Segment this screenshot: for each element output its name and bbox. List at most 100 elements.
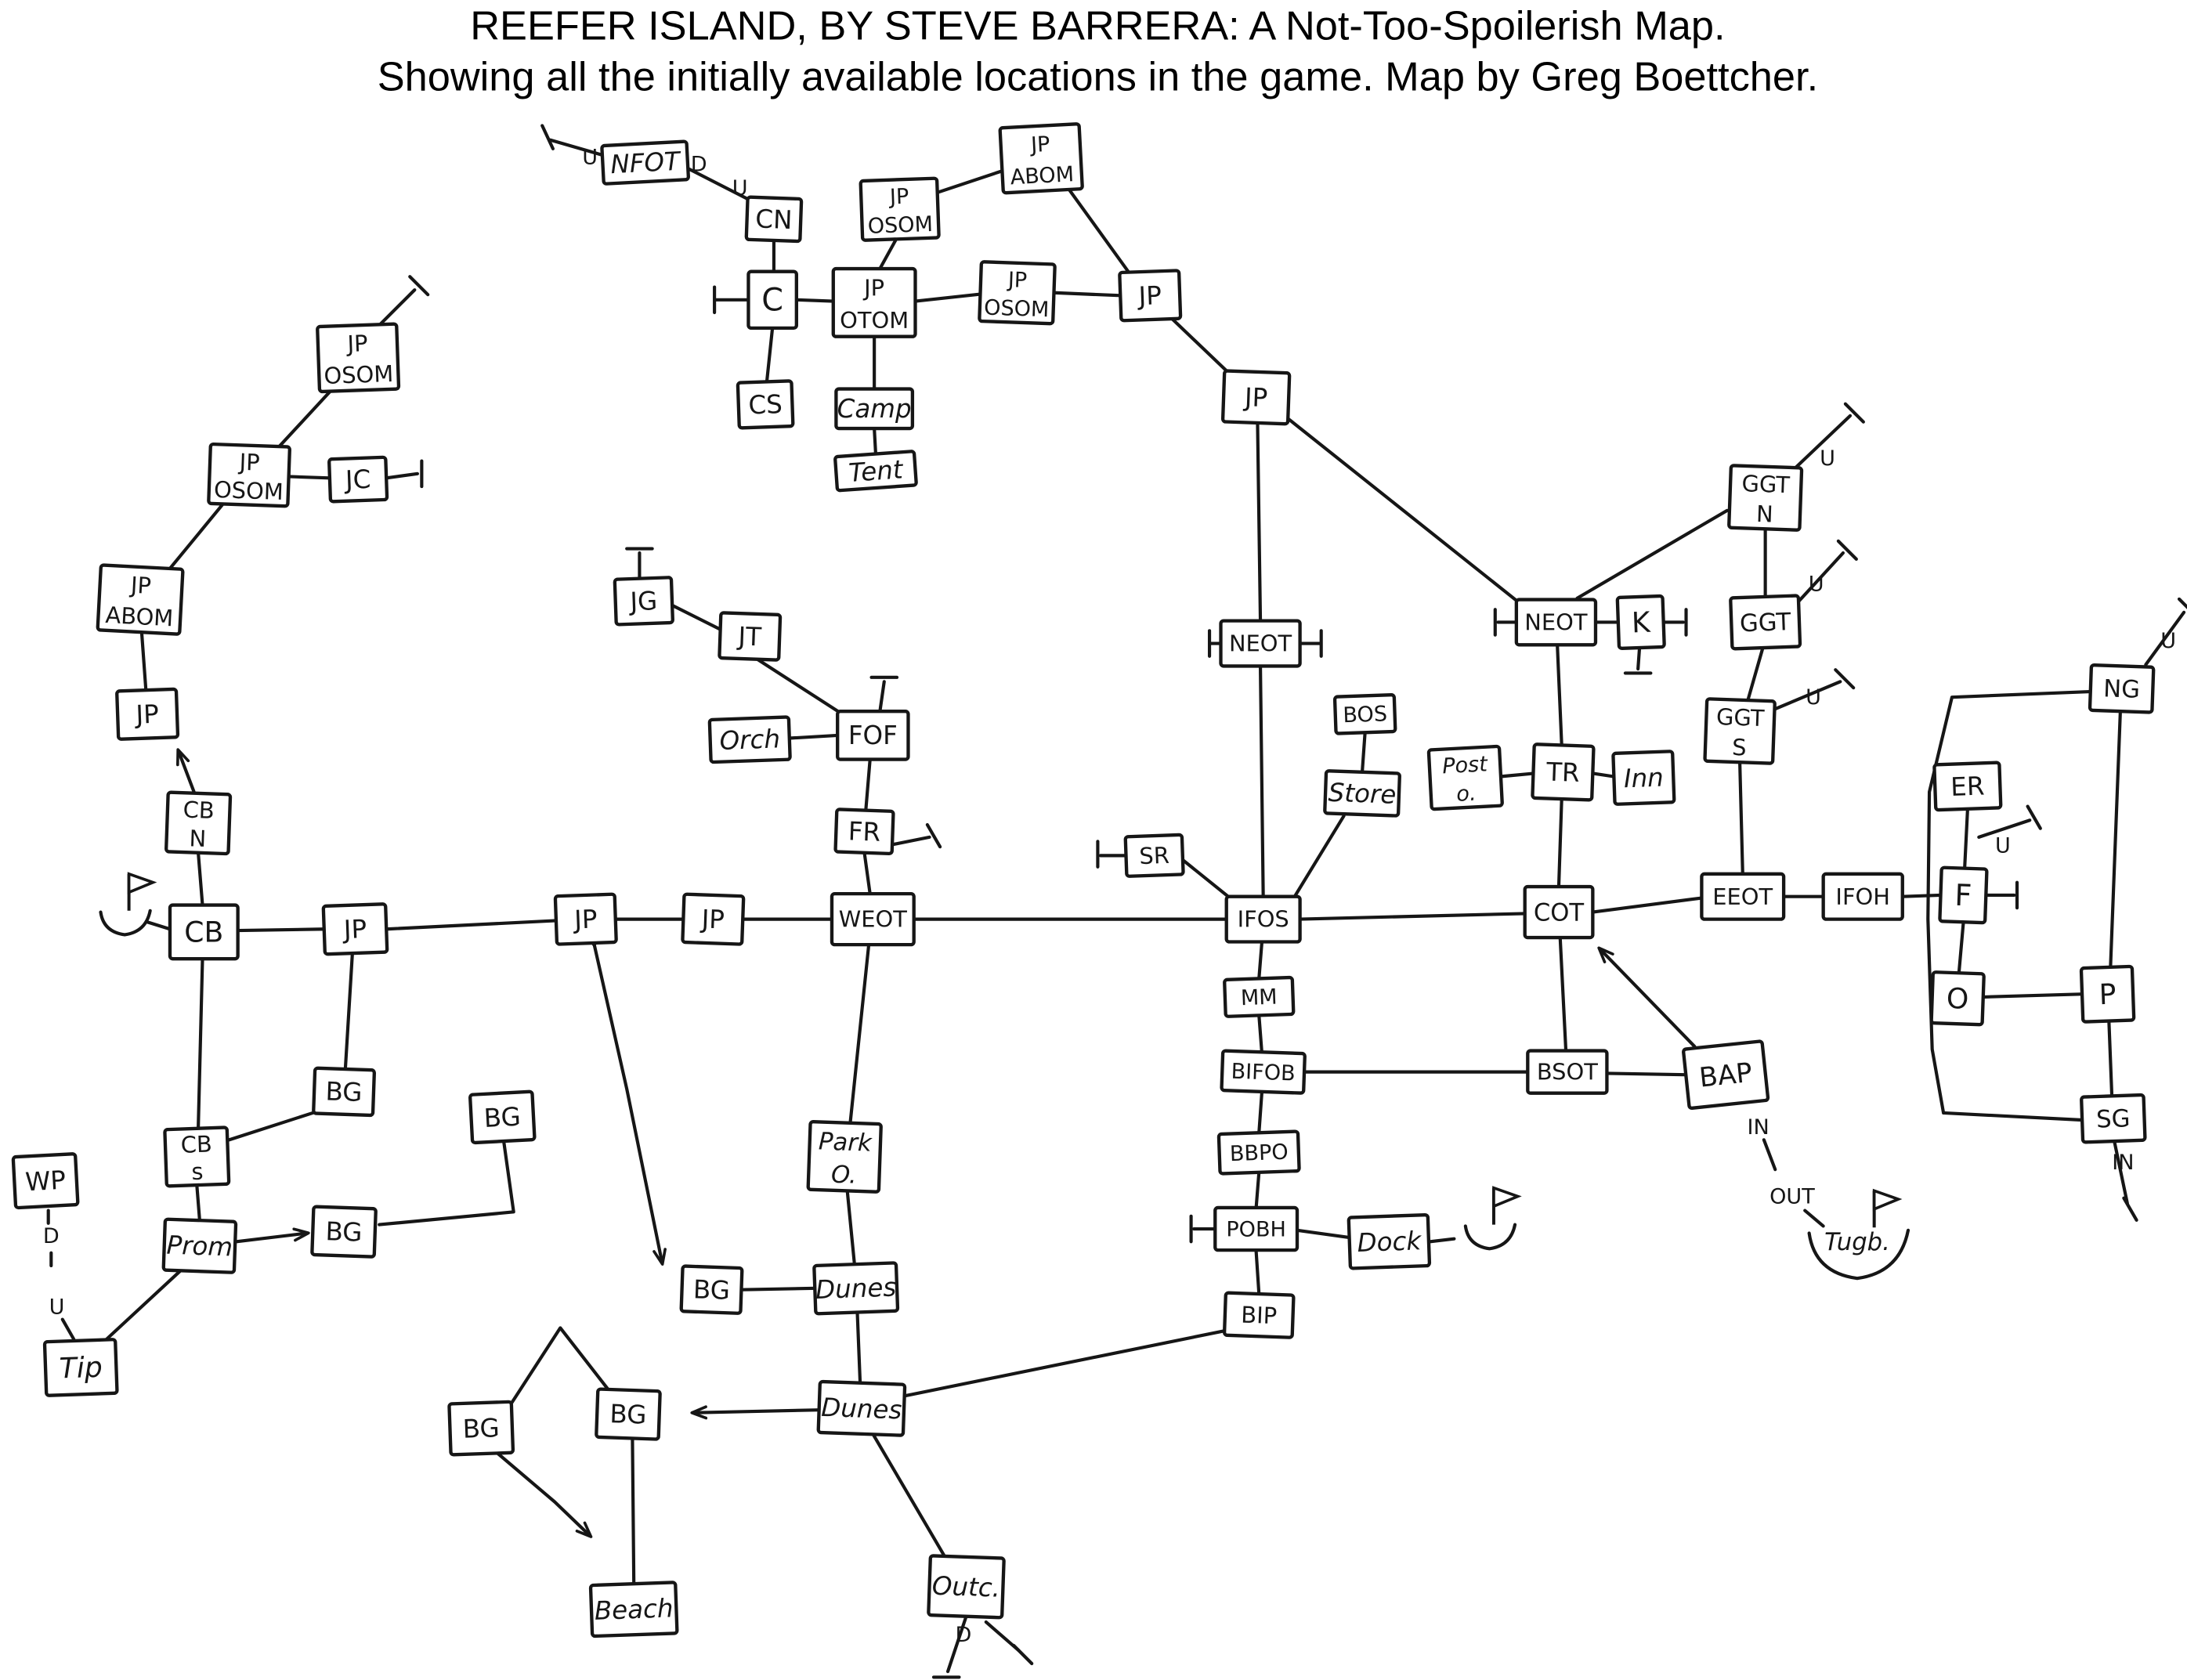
map-node-label: BAP	[1697, 1057, 1753, 1094]
map-node-cb: CB	[168, 903, 240, 961]
map-node-label: F	[1954, 878, 1972, 913]
map-edge	[755, 657, 847, 717]
map-edge	[1762, 1138, 1777, 1172]
map-node-er: ER	[1932, 761, 2003, 812]
map-edge	[1791, 414, 1853, 471]
map-edge	[1291, 814, 1346, 901]
map-node-box	[553, 892, 618, 946]
map-node-jp-a: JP	[1118, 269, 1183, 323]
map-node-label: CS	[748, 389, 783, 420]
map-node-label: POBH	[1226, 1218, 1286, 1242]
direction-label: IN	[1747, 1115, 1769, 1140]
map-edge	[548, 138, 606, 157]
map-node-label: Post	[1441, 752, 1489, 779]
map-node-bsot: BSOT	[1526, 1049, 1609, 1095]
map-node-box	[115, 687, 180, 741]
map-node-label: NG	[2103, 675, 2141, 704]
map-node-box	[1118, 269, 1183, 323]
map-node-label: Store	[1328, 778, 1397, 810]
map-node-cb-n: CBN	[164, 790, 233, 856]
map-node-box	[1222, 1291, 1296, 1339]
map-edge	[892, 835, 931, 846]
map-edge	[873, 427, 878, 456]
map-node-box	[168, 903, 240, 961]
map-edge	[1257, 1091, 1263, 1135]
map-node-label: N	[1756, 500, 1774, 528]
map-node-box	[1615, 594, 1666, 650]
map-edge	[1500, 771, 1534, 779]
map-edge	[1767, 680, 1842, 714]
map-node-box	[1213, 1205, 1300, 1252]
map-edge	[1360, 731, 1367, 774]
map-node-box	[1514, 598, 1598, 647]
dead-end-marker	[1012, 1643, 1034, 1666]
map-node-box	[833, 807, 895, 856]
map-node-label: Camp	[837, 394, 912, 424]
map-node-label: JP	[1006, 268, 1027, 293]
map-node-label: BOS	[1343, 702, 1388, 728]
map-node-label: SR	[1139, 842, 1170, 869]
direction-label: U	[1820, 446, 1835, 471]
map-node-label: Park	[818, 1128, 873, 1157]
map-node-box	[1220, 1049, 1307, 1095]
map-edge	[1803, 1209, 1825, 1228]
map-node-bbpo: BBPO	[1216, 1129, 1301, 1176]
dead-end-marker	[1843, 402, 1865, 424]
map-node-label: JP	[134, 699, 159, 730]
map-edge	[936, 169, 1003, 194]
map-edge	[1258, 664, 1265, 898]
map-edge	[1428, 1237, 1456, 1244]
map-edge	[1977, 818, 2032, 839]
map-edge	[1166, 313, 1234, 378]
map-node-bg-f: BG	[595, 1387, 662, 1441]
map-node-box	[42, 1338, 119, 1397]
map-edge	[739, 1286, 819, 1292]
map-node-label: Dunes	[821, 1393, 902, 1425]
map-edge	[1556, 645, 1563, 746]
map-node-box	[1123, 833, 1185, 878]
map-node-label: JG	[628, 586, 658, 616]
map-node-box	[600, 139, 690, 186]
map-node-box	[207, 442, 291, 508]
map-edge	[1575, 508, 1729, 600]
map-node-cot: COT	[1523, 884, 1595, 940]
map-edge	[862, 851, 872, 896]
map-node-box	[1347, 1212, 1432, 1270]
map-node-box	[744, 195, 804, 244]
direction-label: U	[1806, 685, 1821, 710]
map-node-bg-b: BG	[468, 1089, 537, 1145]
boat-hull	[99, 909, 152, 937]
map-node-label: EEOT	[1712, 883, 1773, 910]
map-node-label: BG	[692, 1274, 730, 1306]
map-node-jp-c: JP	[115, 687, 180, 741]
map-node-dunes-b: Dunes	[816, 1379, 907, 1437]
map-edge	[1254, 1249, 1261, 1296]
map-node-box	[327, 455, 389, 504]
map-node-jp-b: JP	[1220, 369, 1292, 426]
map-node-label: NEOT	[1229, 630, 1292, 657]
map-node-box	[161, 1217, 238, 1274]
map-node-box	[746, 269, 799, 331]
map-node-box	[859, 176, 941, 242]
map-node-cb-s: CBs	[163, 1125, 231, 1188]
map-node-jg: JG	[613, 576, 674, 627]
dead-end-marker	[2122, 1196, 2138, 1222]
map-edge	[1282, 414, 1523, 606]
map-node-jt: JT	[718, 611, 783, 662]
map-node-box	[831, 266, 917, 338]
map-node-prom: Prom	[161, 1217, 238, 1274]
map-node-box	[1729, 594, 1802, 651]
map-node-sr: SR	[1123, 833, 1185, 878]
map-edge	[227, 1110, 319, 1142]
dead-end-marker	[1836, 539, 1858, 561]
map-node-bg-c: BG	[310, 1205, 378, 1259]
map-edge	[2113, 1140, 2129, 1205]
map-node-jp-e: JP	[553, 892, 618, 946]
map-node-nfot: NFOT	[600, 139, 690, 186]
map-node-box	[588, 1581, 679, 1638]
boats-layer: Tugb.	[99, 872, 1910, 1281]
